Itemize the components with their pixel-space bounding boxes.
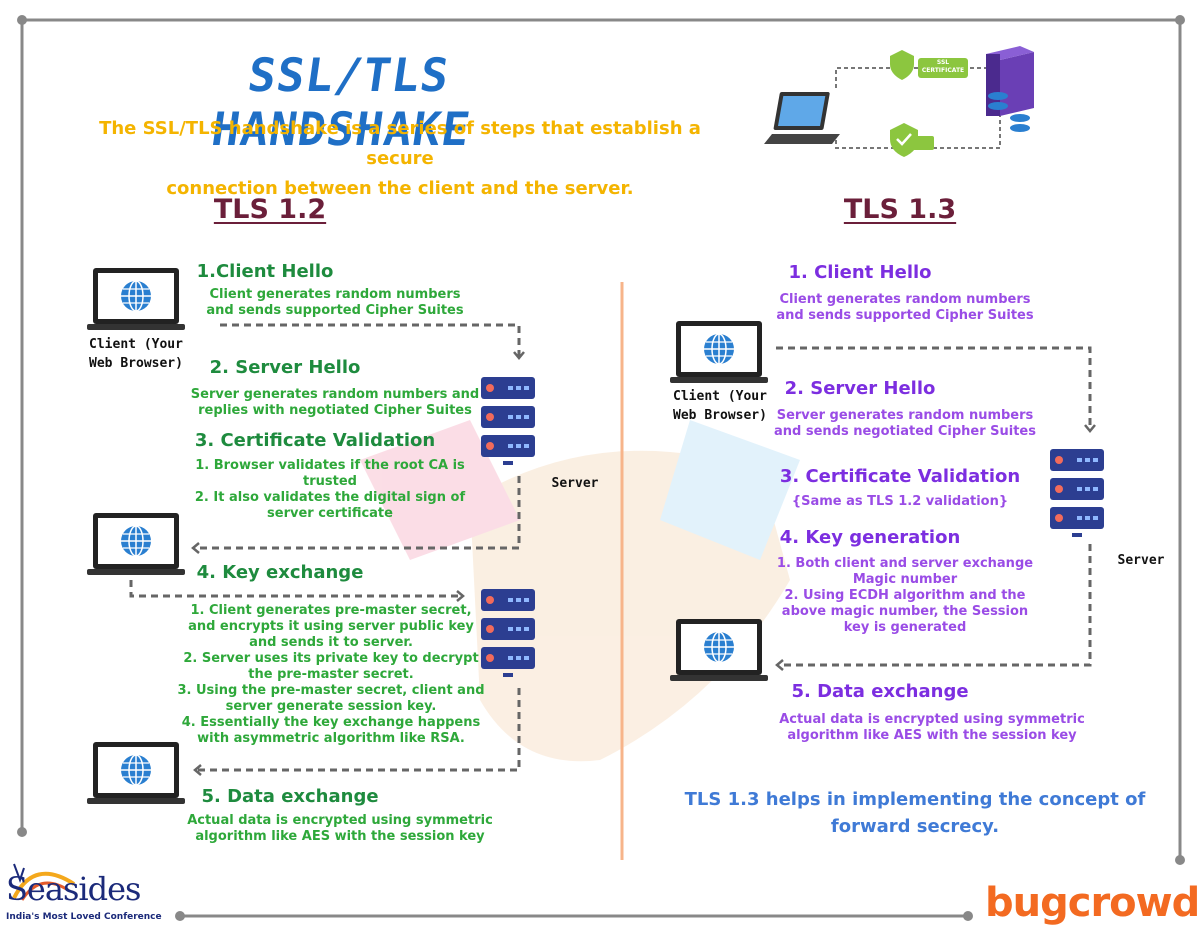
tls13-server-label: Server [1117,553,1165,568]
tls12-step-3-title: 3. Certificate Validation [194,430,436,451]
tls12-step-5-desc: Actual data is encrypted using symmetric… [187,813,493,844]
bugcrowd-logo: bugcrowd [985,880,1200,926]
tls12-step-2-title: 2. Server Hello [209,357,361,378]
page-subtitle: The SSL/TLS handshake is a series of ste… [99,118,701,199]
tls12-step-5-title: 5. Data exchange [201,786,379,807]
tls13-step-2-title: 2. Server Hello [784,378,936,399]
ssl-illustration [764,46,1034,157]
tls13-step-2-desc: Server generates random numbers and send… [773,408,1036,439]
handshake-watermark [360,420,800,762]
tls12-client-laptop-3 [86,741,186,805]
tls13-step-1-title: 1. Client Hello [788,262,932,283]
tls13-step-3-desc: {Same as TLS 1.2 validation} [791,494,1009,509]
tls12-server-label: Server [551,476,599,491]
frame-dots [17,15,1185,921]
tls13-server-stack [1050,449,1104,537]
tls13-step-3-title: 3. Certificate Validation [779,466,1021,487]
seasides-logo: Seasides [6,870,141,908]
tls13-step-4-desc: 1. Both client and server exchange Magic… [776,556,1034,635]
seasides-tagline: India's Most Loved Conference [6,912,162,922]
tls12-step-1-title: 1.Client Hello [196,261,334,282]
tls12-step-2-desc: Server generates random numbers and repl… [190,387,480,418]
tls12-step-1-desc: Client generates random numbers and send… [206,287,464,318]
tls12-step-4-desc: 1. Client generates pre-master secret, a… [177,603,485,746]
tls12-header: TLS 1.2 [213,194,327,225]
tls13-client-label: Client (Your Web Browser) [673,389,767,423]
tls13-flow-arrows [775,346,1096,671]
seasides-logo-graphic [12,863,76,901]
tls13-header: TLS 1.3 [843,194,957,225]
frame [20,18,1182,918]
tls12-flow-arrows [129,323,525,776]
tls13-client-laptop-2 [669,618,769,682]
ssl-certificate-label: SSL CERTIFICATE [921,59,965,74]
ssl-certificate-badge [918,58,968,78]
tls12-client-label: Client (Your Web Browser) [89,337,183,371]
tls13-step-5-title: 5. Data exchange [791,681,969,702]
tls13-step-4-title: 4. Key generation [779,527,961,548]
tls12-step-4-title: 4. Key exchange [196,562,364,583]
tls13-client-laptop-1 [669,320,769,384]
tls12-step-3-desc: 1. Browser validates if the root CA is t… [194,458,466,521]
tls13-step-5-desc: Actual data is encrypted using symmetric… [779,712,1085,743]
tls13-step-1-desc: Client generates random numbers and send… [776,292,1034,323]
tls13-forward-secrecy-note: TLS 1.3 helps in implementing the concep… [684,789,1146,837]
